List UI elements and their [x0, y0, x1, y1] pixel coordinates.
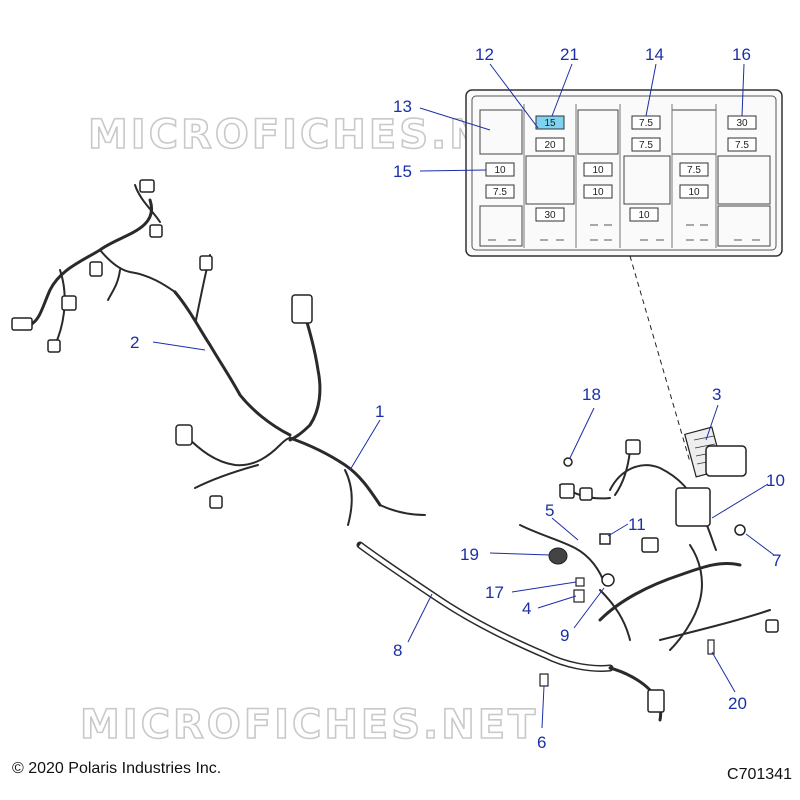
- copyright-text: © 2020 Polaris Industries Inc.: [12, 760, 222, 777]
- svg-text:7.5: 7.5: [493, 187, 507, 198]
- callout-2: 2: [130, 333, 139, 352]
- leader-lines: [152, 63, 775, 729]
- svg-text:30: 30: [544, 210, 556, 221]
- part-9: [601, 573, 615, 587]
- callout-20: 20: [728, 694, 747, 713]
- callout-10: 10: [766, 471, 785, 490]
- fuse-7-5-d: 7.5: [485, 184, 515, 199]
- svg-text:7.5: 7.5: [639, 118, 653, 129]
- fuse-box-component: [684, 426, 747, 478]
- callout-9: 9: [560, 626, 569, 645]
- callout-6: 6: [537, 733, 546, 752]
- tie-6: [539, 673, 549, 687]
- nut-18: [563, 457, 573, 467]
- fuse-20: 20: [535, 137, 565, 152]
- fuse-30-a: 30: [727, 115, 757, 130]
- svg-text:10: 10: [688, 187, 700, 198]
- callout-7: 7: [772, 551, 781, 570]
- fuse-7-5-a: 7.5: [631, 115, 661, 130]
- svg-text:10: 10: [592, 165, 604, 176]
- fuse-7-5-e: 7.5: [679, 162, 709, 177]
- callout-21: 21: [560, 45, 579, 64]
- inset-dashed-leader: [629, 255, 691, 463]
- main-harness-wires: [28, 184, 771, 722]
- callout-17: 17: [485, 583, 504, 602]
- svg-text:7.5: 7.5: [735, 140, 749, 151]
- svg-text:7.5: 7.5: [687, 165, 701, 176]
- svg-text:20: 20: [544, 140, 556, 151]
- callout-5: 5: [545, 501, 554, 520]
- callout-16: 16: [732, 45, 751, 64]
- callout-8: 8: [393, 641, 402, 660]
- svg-text:10: 10: [592, 187, 604, 198]
- watermark-bottom: MICROFICHES.NET: [79, 701, 538, 749]
- callout-19: 19: [460, 545, 479, 564]
- svg-text:30: 30: [736, 118, 748, 129]
- svg-text:7.5: 7.5: [639, 140, 653, 151]
- callout-13: 13: [393, 97, 412, 116]
- callout-12: 12: [475, 45, 494, 64]
- svg-text:10: 10: [638, 210, 650, 221]
- fuse-box-inset: 15 20 7.5 7.5 30 7.5 10 7.5: [465, 89, 783, 257]
- part-11: [599, 533, 611, 545]
- callout-4: 4: [522, 599, 531, 618]
- grommet-19: [548, 547, 568, 565]
- fuse-7-5-b: 7.5: [631, 137, 661, 152]
- callout-1: 1: [375, 402, 384, 421]
- callout-labels: 1 2 3 4 5 6 7 8 9 10 11 12 13 14 15 16 1…: [130, 45, 785, 752]
- fuse-7-5-c: 7.5: [727, 137, 757, 152]
- svg-text:MICROFICHES.NET: MICROFICHES.NET: [80, 702, 538, 748]
- fuse-30-b: 30: [535, 207, 565, 222]
- part-4: [573, 589, 585, 603]
- part-7: [734, 524, 746, 536]
- fuse-10-c: 10: [583, 184, 613, 199]
- fuse-10-a: 10: [485, 162, 515, 177]
- svg-text:10: 10: [494, 165, 506, 176]
- part-17: [575, 577, 585, 587]
- svg-text:15: 15: [544, 118, 556, 129]
- callout-15: 15: [393, 162, 412, 181]
- fuse-10-b: 10: [583, 162, 613, 177]
- tie-20: [707, 639, 715, 655]
- fuse-15: 15: [535, 115, 565, 130]
- connectors: [11, 179, 779, 713]
- fuse-10-e: 10: [629, 207, 659, 222]
- fuse-10-d: 10: [679, 184, 709, 199]
- callout-14: 14: [645, 45, 664, 64]
- callout-18: 18: [582, 385, 601, 404]
- diagram-code: C701341: [727, 766, 792, 783]
- callout-3: 3: [712, 385, 721, 404]
- callout-11: 11: [628, 515, 646, 534]
